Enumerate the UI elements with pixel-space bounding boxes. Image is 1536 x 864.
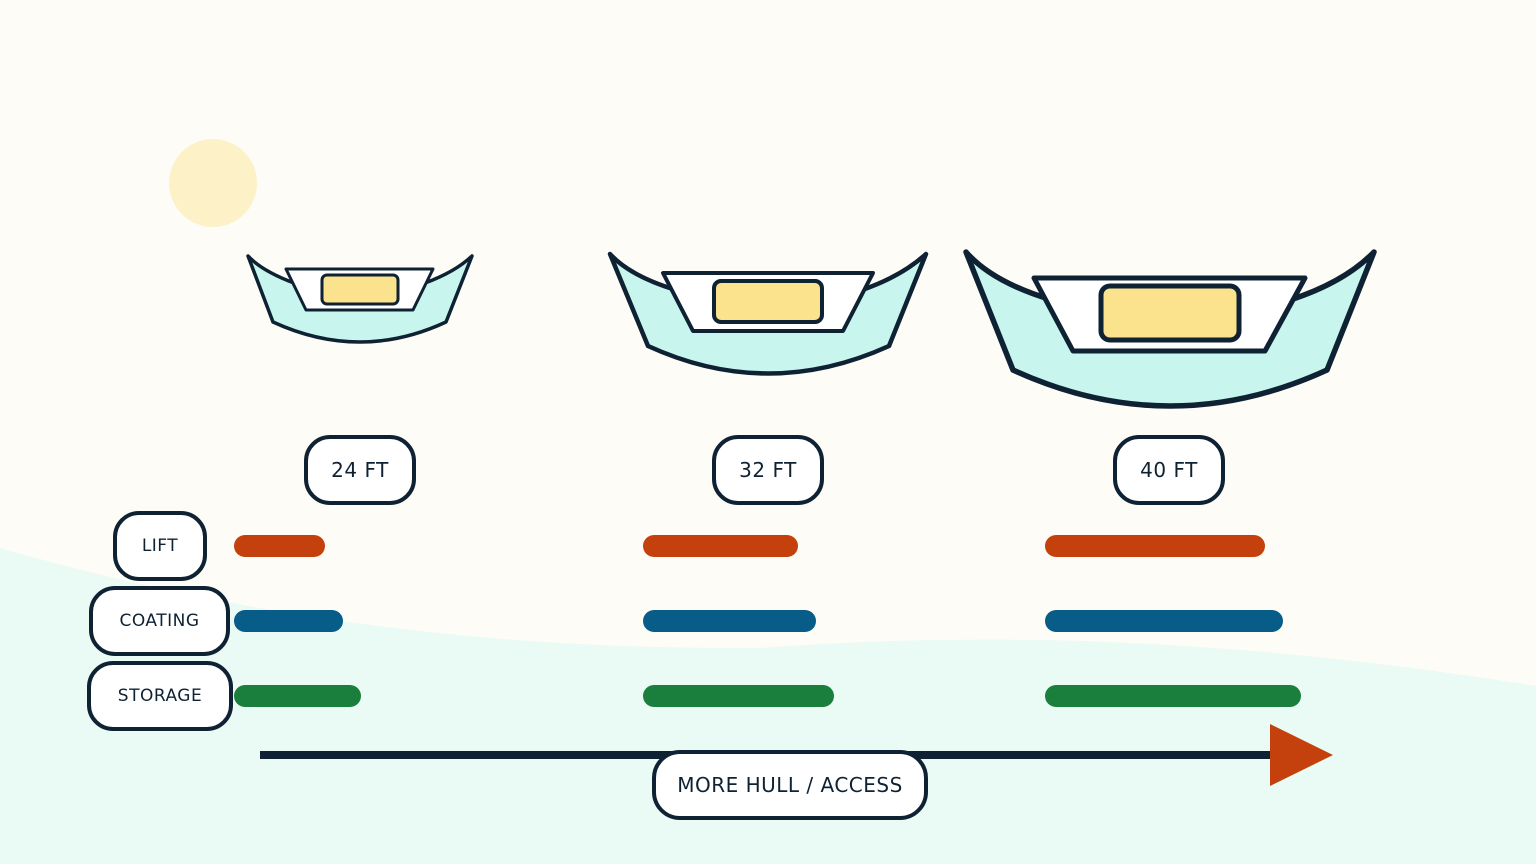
boat-small-window <box>320 273 400 306</box>
row-label-storage: STORAGE <box>87 661 233 731</box>
boat-small <box>246 254 474 344</box>
bars-large <box>1045 535 1301 707</box>
row-label-coating: COATING <box>89 586 230 656</box>
row-label-lift: LIFT <box>113 511 207 581</box>
bars-small <box>234 535 361 707</box>
size-label-24ft: 24 FT <box>304 435 416 505</box>
size-label-40ft: 40 FT <box>1113 435 1225 505</box>
axis-arrow-icon <box>1270 724 1333 786</box>
axis-label: MORE HULL / ACCESS <box>652 750 928 820</box>
boat-large-window <box>1098 283 1242 343</box>
bars-medium <box>643 535 834 707</box>
size-label-32ft: 32 FT <box>712 435 824 505</box>
sun-icon <box>169 139 257 227</box>
boat-large <box>963 249 1377 409</box>
boat-medium-window <box>712 279 824 324</box>
boat-medium <box>607 251 929 376</box>
